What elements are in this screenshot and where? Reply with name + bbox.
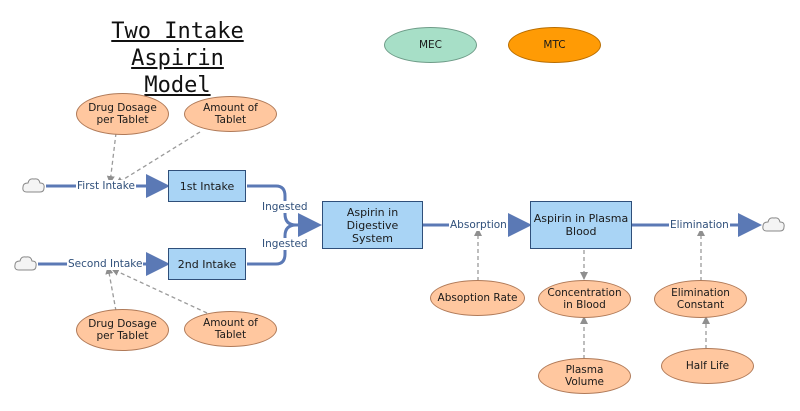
stock-first-intake-label: 1st Intake: [179, 179, 235, 193]
legend-mec[interactable]: MEC: [384, 27, 477, 63]
var-drug-dosage-1[interactable]: Drug Dosage per Tablet: [76, 93, 169, 135]
flow-label-first-intake[interactable]: First Intake: [76, 180, 136, 192]
var-elimination-constant[interactable]: Elimination Constant: [654, 280, 747, 318]
link-amount2-to-second-intake: [111, 268, 208, 314]
var-absorption-rate[interactable]: Absoption Rate: [430, 280, 525, 316]
stock-aspirin-digestive[interactable]: Aspirin in Digestive System: [322, 201, 423, 249]
diagram-title: Two Intake Aspirin Model: [95, 18, 260, 99]
var-absorption-rate-label: Absoption Rate: [437, 292, 518, 304]
link-dosage1-to-first-intake: [106, 132, 117, 184]
stock-first-intake[interactable]: 1st Intake: [168, 170, 246, 202]
legend-mtc[interactable]: MTC: [508, 27, 601, 63]
var-plasma-volume[interactable]: Plasma Volume: [538, 358, 631, 394]
stock-aspirin-digestive-label: Aspirin in Digestive System: [346, 205, 399, 245]
var-half-life-label: Half Life: [685, 360, 730, 372]
legend-mec-label: MEC: [418, 39, 443, 51]
flow-label-absorption[interactable]: Absorption: [449, 219, 508, 231]
title-line-1: Two Intake: [111, 19, 244, 44]
var-drug-dosage-1-label: Drug Dosage per Tablet: [88, 102, 157, 126]
var-amount-of-tablet-2-label: Amount of Tablet: [203, 317, 258, 341]
var-amount-of-tablet-2[interactable]: Amount of Tablet: [184, 311, 277, 347]
legend-mtc-label: MTC: [543, 39, 566, 51]
link-dosage2-to-second-intake: [105, 266, 117, 312]
stock-second-intake[interactable]: 2nd Intake: [168, 248, 246, 280]
flow-label-elimination[interactable]: Elimination: [669, 219, 730, 231]
stock-aspirin-plasma[interactable]: Aspirin in Plasma Blood: [530, 201, 632, 249]
title-line-2: Aspirin Model: [131, 46, 224, 98]
flow-label-second-intake[interactable]: Second Intake: [67, 258, 144, 270]
flow-label-ingested-1[interactable]: Ingested: [261, 201, 309, 213]
stock-aspirin-plasma-label: Aspirin in Plasma Blood: [533, 212, 629, 238]
source-cloud-icon: [14, 256, 37, 271]
var-amount-of-tablet-1-label: Amount of Tablet: [203, 102, 258, 126]
var-drug-dosage-2[interactable]: Drug Dosage per Tablet: [76, 309, 169, 351]
var-half-life[interactable]: Half Life: [661, 348, 754, 384]
sink-cloud-icon: [762, 217, 785, 232]
var-concentration-in-blood-label: Concentration in Blood: [547, 287, 622, 311]
flow-label-ingested-2[interactable]: Ingested: [261, 238, 309, 250]
var-drug-dosage-2-label: Drug Dosage per Tablet: [88, 318, 157, 342]
var-concentration-in-blood[interactable]: Concentration in Blood: [538, 280, 631, 318]
var-elimination-constant-label: Elimination Constant: [671, 287, 730, 311]
var-plasma-volume-label: Plasma Volume: [564, 364, 605, 388]
stock-second-intake-label: 2nd Intake: [177, 257, 237, 271]
var-amount-of-tablet-1[interactable]: Amount of Tablet: [184, 96, 277, 132]
link-amount1-to-first-intake: [115, 131, 201, 185]
source-cloud-icon: [22, 178, 45, 193]
